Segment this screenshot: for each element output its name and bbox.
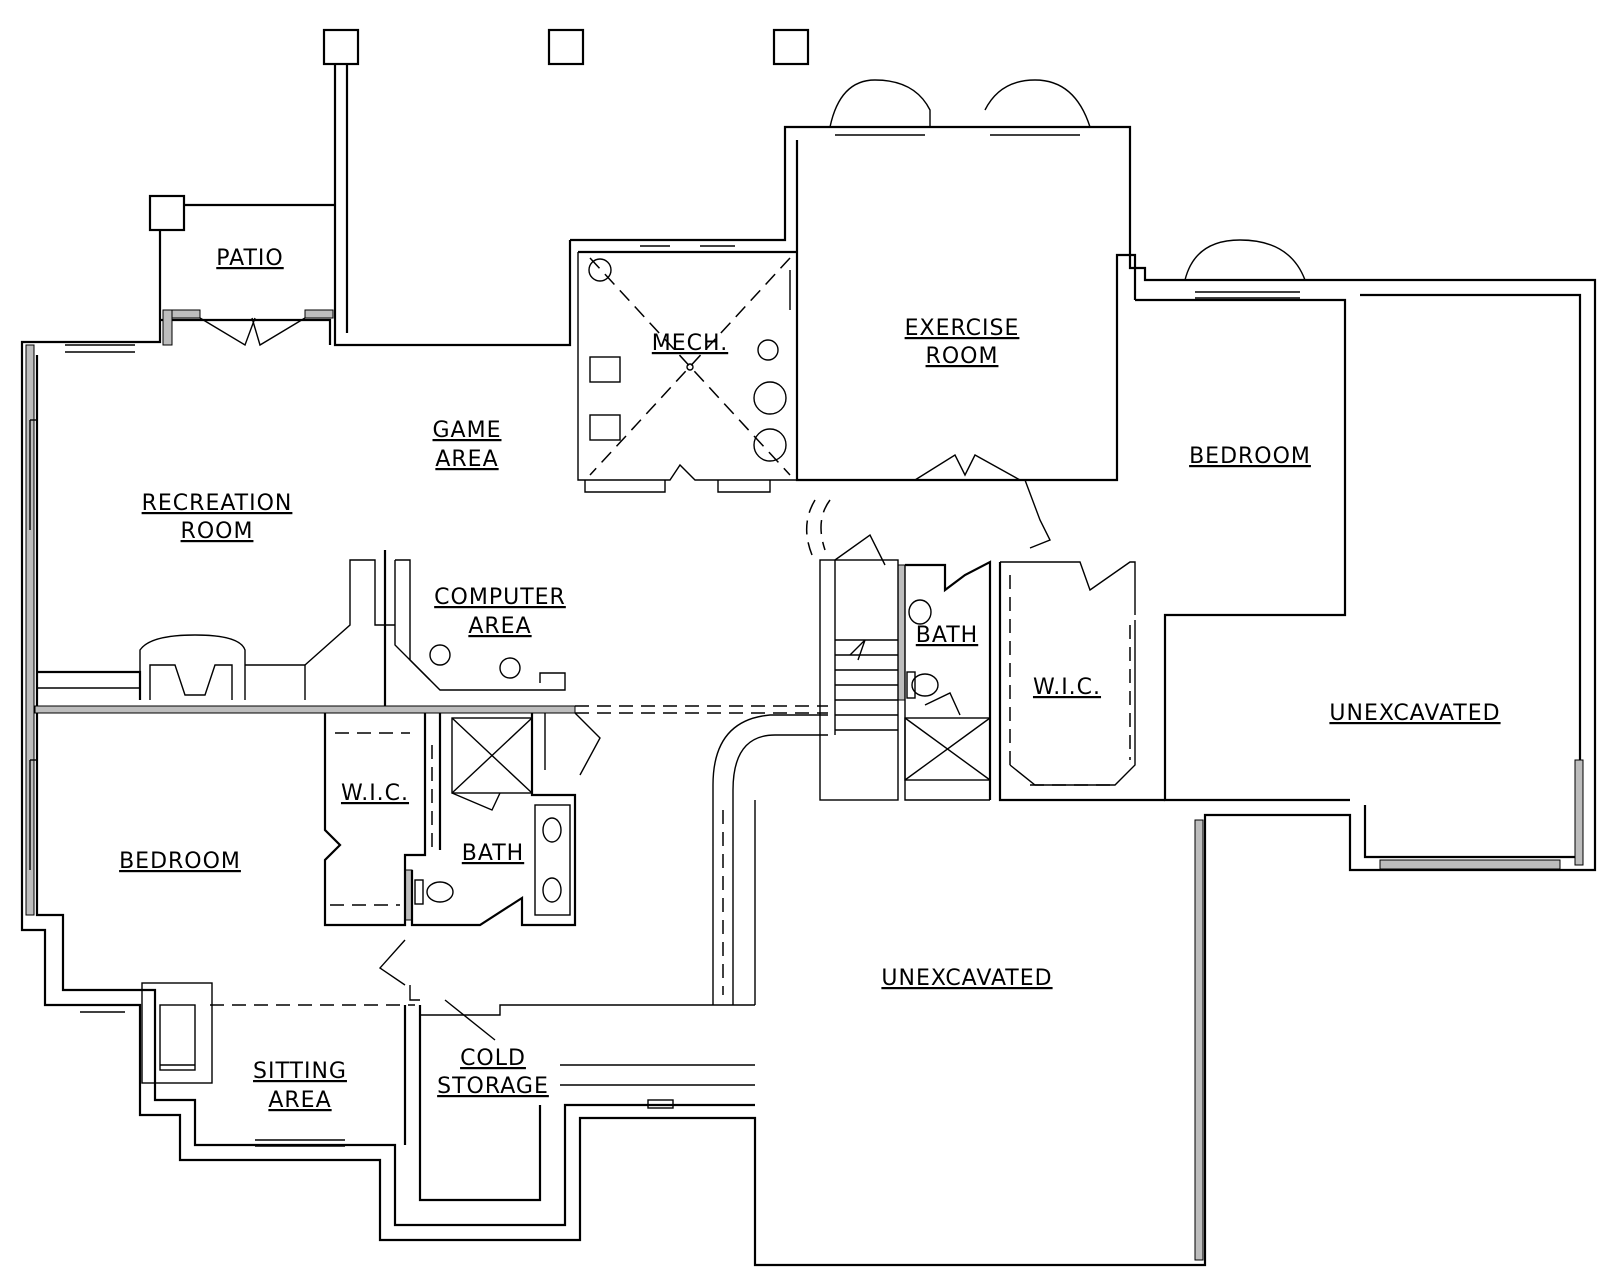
exercise-door: [914, 453, 1051, 549]
hatched-walls: [25, 309, 1584, 1261]
exterior-walls: [20, 125, 1597, 1267]
exercise-room-label-line2: ROOM: [926, 344, 999, 369]
cold-storage-label-line2: STORAGE: [437, 1074, 549, 1099]
game-area-label-line2: AREA: [435, 447, 498, 472]
windows: [29, 126, 1300, 1147]
computer-area-label-line1: COMPUTER: [434, 585, 566, 610]
bedroom-left-label: BEDROOM: [119, 849, 241, 874]
bath-left-label: BATH: [462, 841, 524, 866]
sitting-area-label-line2: AREA: [268, 1088, 331, 1113]
window-wells: [829, 79, 1306, 281]
computer-area-label-line2: AREA: [468, 614, 531, 639]
sitting-area-walls: [141, 982, 755, 1202]
room-labels: PATIO MECH. EXERCISE ROOM GAME AREA RECR…: [119, 246, 1500, 1113]
cold-storage-label-line1: COLD: [460, 1046, 526, 1071]
unexcavated-center-label: UNEXCAVATED: [881, 966, 1052, 991]
wic-right-label: W.I.C.: [1033, 675, 1101, 700]
interior-walls-left: [37, 550, 566, 706]
mech-label: MECH.: [652, 331, 728, 356]
recreation-room-label-line1: RECREATION: [142, 491, 293, 516]
patio-structure: [148, 28, 810, 347]
bedroom-right-label: BEDROOM: [1189, 444, 1311, 469]
mech-room: [577, 245, 797, 493]
wic-left-label: W.I.C.: [341, 781, 409, 806]
exercise-room-label-line1: EXERCISE: [905, 316, 1020, 341]
right-bath-wic: [904, 560, 1165, 802]
patio-label: PATIO: [216, 246, 283, 271]
game-area-label-line1: GAME: [433, 418, 502, 443]
bath-right-label: BATH: [916, 623, 978, 648]
recreation-room-label-line2: ROOM: [181, 519, 254, 544]
unexcavated-right-label: UNEXCAVATED: [1329, 701, 1500, 726]
patio-doors: [199, 317, 306, 347]
stairs-corridor: [575, 499, 899, 1005]
bedroom-suite-walls: [210, 712, 601, 1041]
sitting-area-label-line1: SITTING: [253, 1059, 347, 1084]
